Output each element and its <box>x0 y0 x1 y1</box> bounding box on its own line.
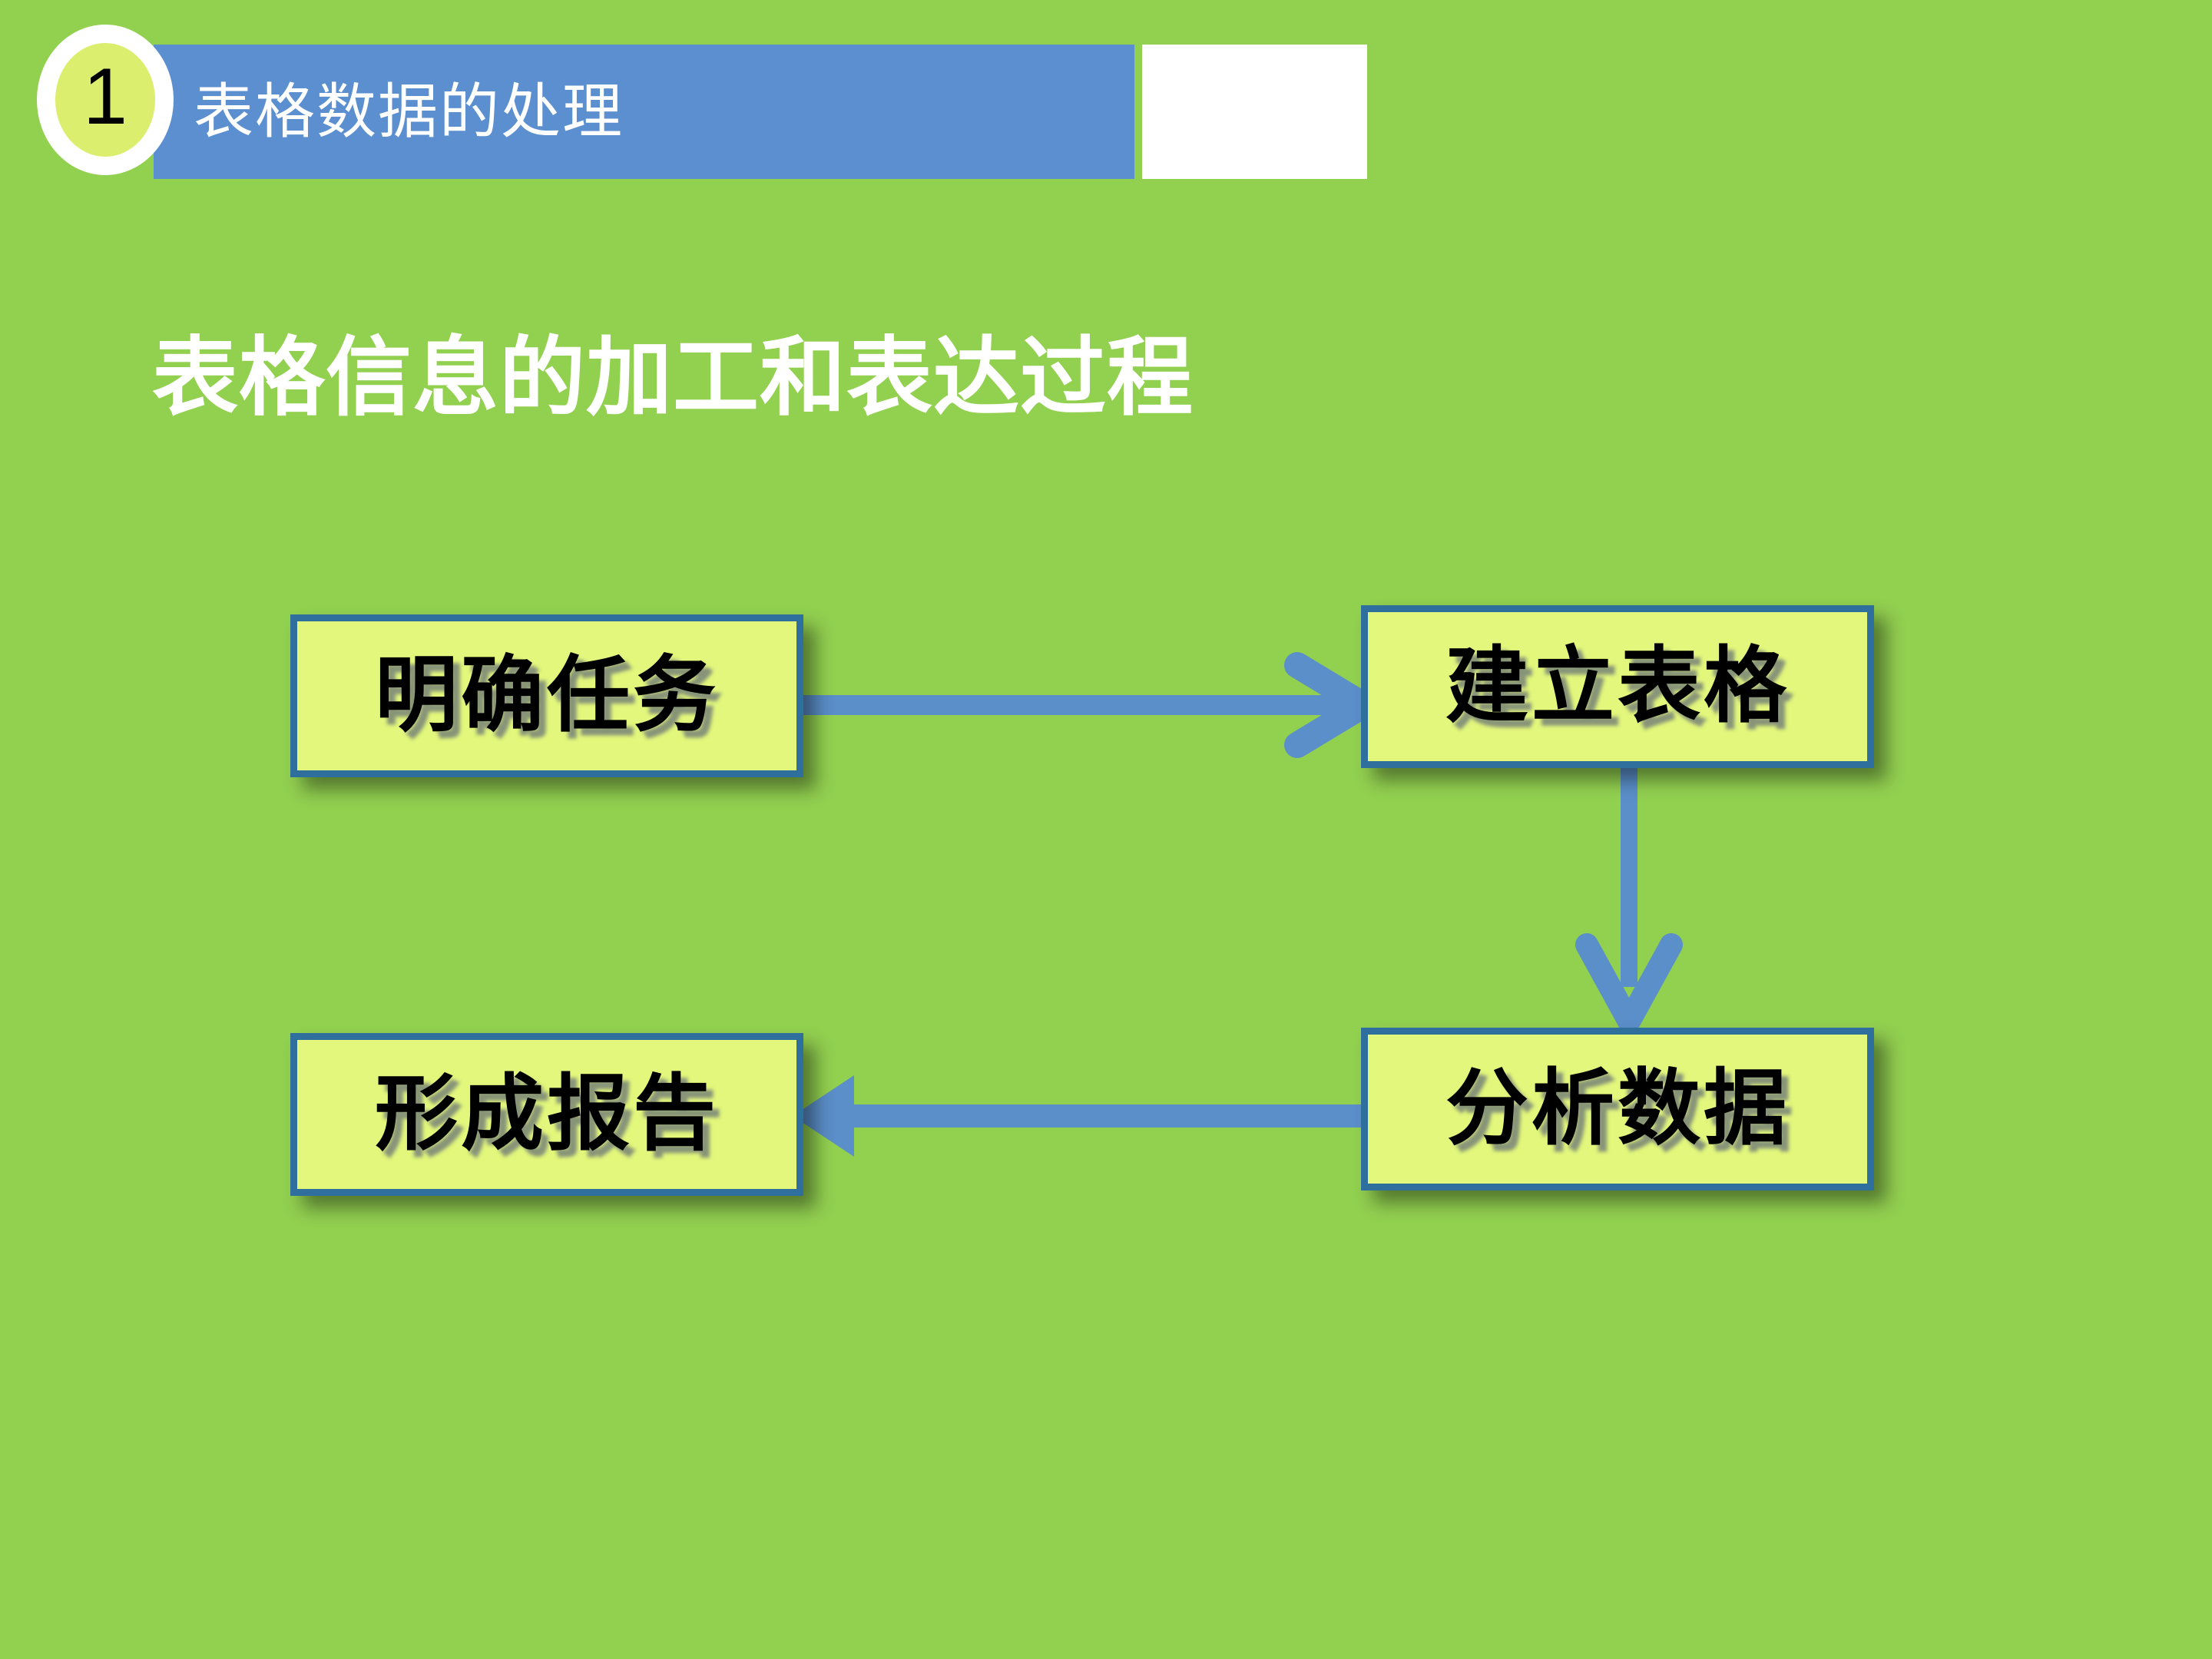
flow-node-label: 明确任务 <box>374 647 719 743</box>
flow-node-label: 分析数据 <box>1445 1061 1790 1157</box>
flow-node-analyze-data[interactable]: 分析数据 <box>1361 1028 1874 1190</box>
header-white-placeholder <box>1142 45 1367 179</box>
badge-inner-circle: 1 <box>55 43 155 157</box>
flow-node-define-task[interactable]: 明确任务 <box>290 614 803 777</box>
flow-node-label: 建立表格 <box>1445 638 1790 734</box>
flow-node-label: 形成报告 <box>374 1066 719 1162</box>
section-title: 表格数据的处理 <box>194 77 624 147</box>
flow-node-build-table[interactable]: 建立表格 <box>1361 605 1874 768</box>
header-bar <box>154 45 1134 179</box>
arrow-down-right <box>1575 768 1683 1033</box>
flow-node-form-report[interactable]: 形成报告 <box>290 1033 803 1196</box>
section-number-badge: 1 <box>37 25 174 175</box>
arrow-left-bottom <box>793 1075 1361 1157</box>
arrow-right-top <box>803 652 1376 758</box>
page-title: 表格信息的加工和表达过程 <box>152 328 1194 428</box>
badge-number-label: 1 <box>83 52 127 141</box>
